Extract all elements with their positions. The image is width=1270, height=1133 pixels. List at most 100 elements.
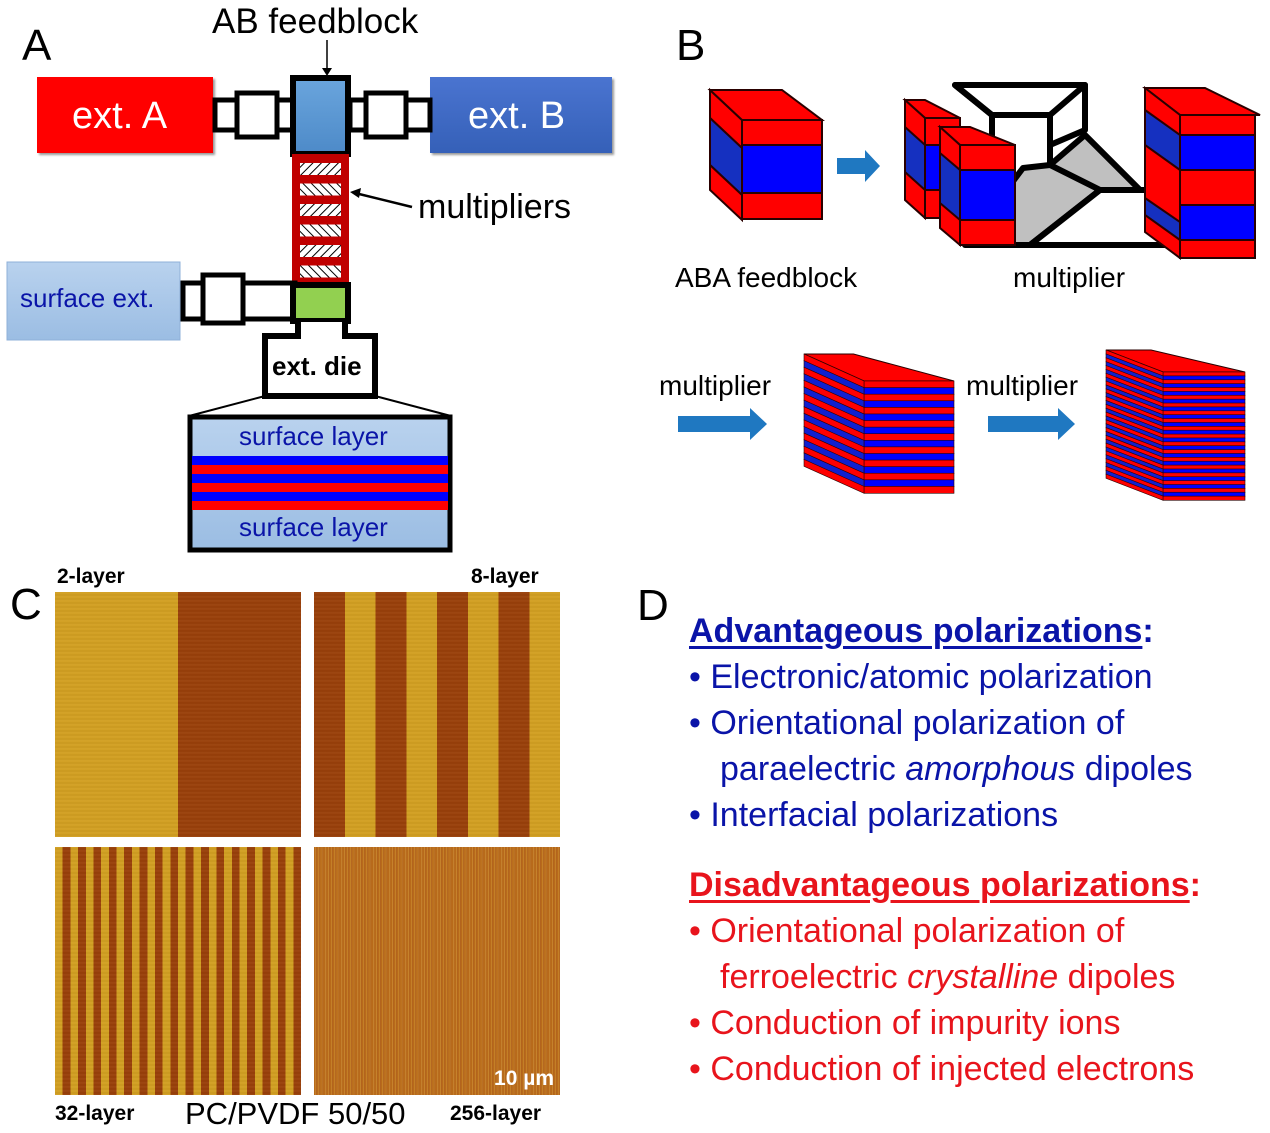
disadvantageous-item: • Conduction of injected electrons <box>689 1052 1194 1086</box>
item-text: Orientational polarization of <box>710 704 1125 742</box>
afm-image-2-layer <box>55 592 301 837</box>
feedblock-pointer-arrowhead <box>322 68 332 76</box>
surface-ext-box <box>6 261 181 341</box>
advantageous-item: • Interfacial polarizations <box>689 798 1058 832</box>
cube-front-layer <box>863 459 955 468</box>
cube-front-layer <box>1162 491 1246 497</box>
item-text: Conduction of impurity ions <box>710 1004 1121 1042</box>
bullet: • <box>689 912 701 950</box>
disadvantageous-heading-text: Disadvantageous polarizations <box>689 866 1190 904</box>
cube-front-layer <box>1162 468 1246 474</box>
split-cube-front <box>937 124 1016 248</box>
cube-front-layer <box>863 407 955 415</box>
item-text: Electronic/atomic polarization <box>710 658 1153 696</box>
cube-front-layer <box>1162 437 1246 443</box>
core-layer <box>192 483 448 492</box>
cube-front-layer <box>863 426 955 435</box>
cube-front-layer <box>1162 495 1246 501</box>
surface-ext-label: surface ext. <box>20 283 155 313</box>
panel-d-letter: D <box>637 581 669 630</box>
disadvantageous-item: • Conduction of impurity ions <box>689 1006 1120 1040</box>
cube-front-layer <box>1162 406 1246 412</box>
cube-front-layer <box>1162 375 1246 381</box>
cube-front-layer <box>863 387 955 395</box>
ext-die <box>262 322 378 399</box>
arrow-icon <box>837 150 880 182</box>
cube-front-layer <box>1162 480 1246 486</box>
cube-front-layer <box>1162 418 1246 424</box>
advantageous-heading: Advantageous polarizations: <box>689 614 1154 648</box>
disadvantageous-item-continuation: ferroelectric crystalline dipoles <box>720 960 1175 994</box>
disadvantageous-heading: Disadvantageous polarizations: <box>689 868 1201 902</box>
cube-front-layer <box>863 393 955 402</box>
core-layer <box>192 456 448 465</box>
recombined-stack <box>1142 85 1261 260</box>
multiplier-element <box>300 163 341 175</box>
cube-front-layer <box>1162 422 1246 427</box>
cube-front-layer <box>1162 371 1246 377</box>
core-layers <box>192 456 448 510</box>
cube-front-layer <box>1162 379 1246 385</box>
multiplier-schematic <box>678 82 1261 501</box>
item-text: Orientational polarization of <box>710 912 1125 950</box>
cube-front-layer <box>1162 429 1246 435</box>
ext-die-label: ext. die <box>272 351 362 381</box>
cube-front-layer <box>1162 433 1246 439</box>
cube-front-layer <box>1162 484 1246 489</box>
multiplier-elements <box>300 163 341 278</box>
ab-feedblock-label: AB feedblock <box>212 2 419 41</box>
bullet: • <box>689 1004 701 1042</box>
afm-label-2-layer: 2-layer <box>57 565 125 588</box>
item-text: Conduction of injected electrons <box>710 1050 1195 1088</box>
cube-front-layer <box>863 433 955 441</box>
ext-a-box <box>37 77 213 153</box>
advantageous-item-continuation: paraelectric amorphous dipoles <box>720 752 1193 786</box>
cube-front-layer <box>1162 398 1246 404</box>
cube-front-layer <box>1162 441 1246 447</box>
item-text: Interfacial polarizations <box>710 796 1059 834</box>
cube-front-layer <box>1162 402 1246 408</box>
cube-front-layer <box>1162 414 1246 420</box>
multiplier-element <box>300 224 341 237</box>
disadvantageous-item: • Orientational polarization of <box>689 914 1124 948</box>
cube-front-layer <box>1162 472 1246 478</box>
cube-front-layer <box>1162 460 1246 466</box>
afm-label-32-layer: 32-layer <box>55 1102 135 1125</box>
cube-front-layer <box>1162 383 1246 389</box>
core-layer <box>192 492 448 501</box>
disadvantageous-heading-colon: : <box>1189 866 1201 904</box>
stack-17-layer <box>803 353 955 494</box>
cube-front-layer <box>1162 488 1246 493</box>
cube-front-layer <box>863 479 955 488</box>
afm-image-256-layer: 10 µm <box>314 847 560 1095</box>
bullet: • <box>689 658 701 696</box>
item-text: dipoles <box>1075 750 1193 788</box>
panel-b-letter: B <box>676 21 706 70</box>
cube-front-layer <box>863 472 955 481</box>
cube-front-layer <box>863 439 955 448</box>
surface-layer-bottom-label: surface layer <box>239 512 388 542</box>
multipliers-pointer-line <box>354 191 413 209</box>
afm-image-32-layer <box>55 847 301 1095</box>
cube-front-layer <box>1162 426 1246 431</box>
core-layer <box>192 465 448 474</box>
bullet: • <box>689 704 701 742</box>
aba-feedblock-cube <box>707 87 825 223</box>
extrusion-diagram <box>6 40 612 553</box>
arrow-icon <box>988 408 1075 440</box>
ab-feedblock <box>290 75 351 157</box>
cube-front-layer <box>863 446 955 455</box>
ext-b-box <box>430 77 612 153</box>
aba-feedblock-caption: ABA feedblock <box>675 262 858 293</box>
ext-b-label: ext. B <box>468 95 566 137</box>
cube-front-layer <box>1162 464 1246 470</box>
afm-label-8-layer: 8-layer <box>471 565 539 588</box>
multipliers-pointer-arrowhead <box>350 188 361 198</box>
advantageous-item: • Electronic/atomic polarization <box>689 660 1153 694</box>
cube-front-layer <box>1162 449 1246 455</box>
advantageous-heading-text: Advantageous polarizations <box>689 612 1143 650</box>
cube-front-layer <box>1162 410 1246 416</box>
multiplier-element <box>300 265 341 278</box>
panel-a-letter: A <box>22 21 52 70</box>
stack-33-layer <box>1105 349 1246 501</box>
